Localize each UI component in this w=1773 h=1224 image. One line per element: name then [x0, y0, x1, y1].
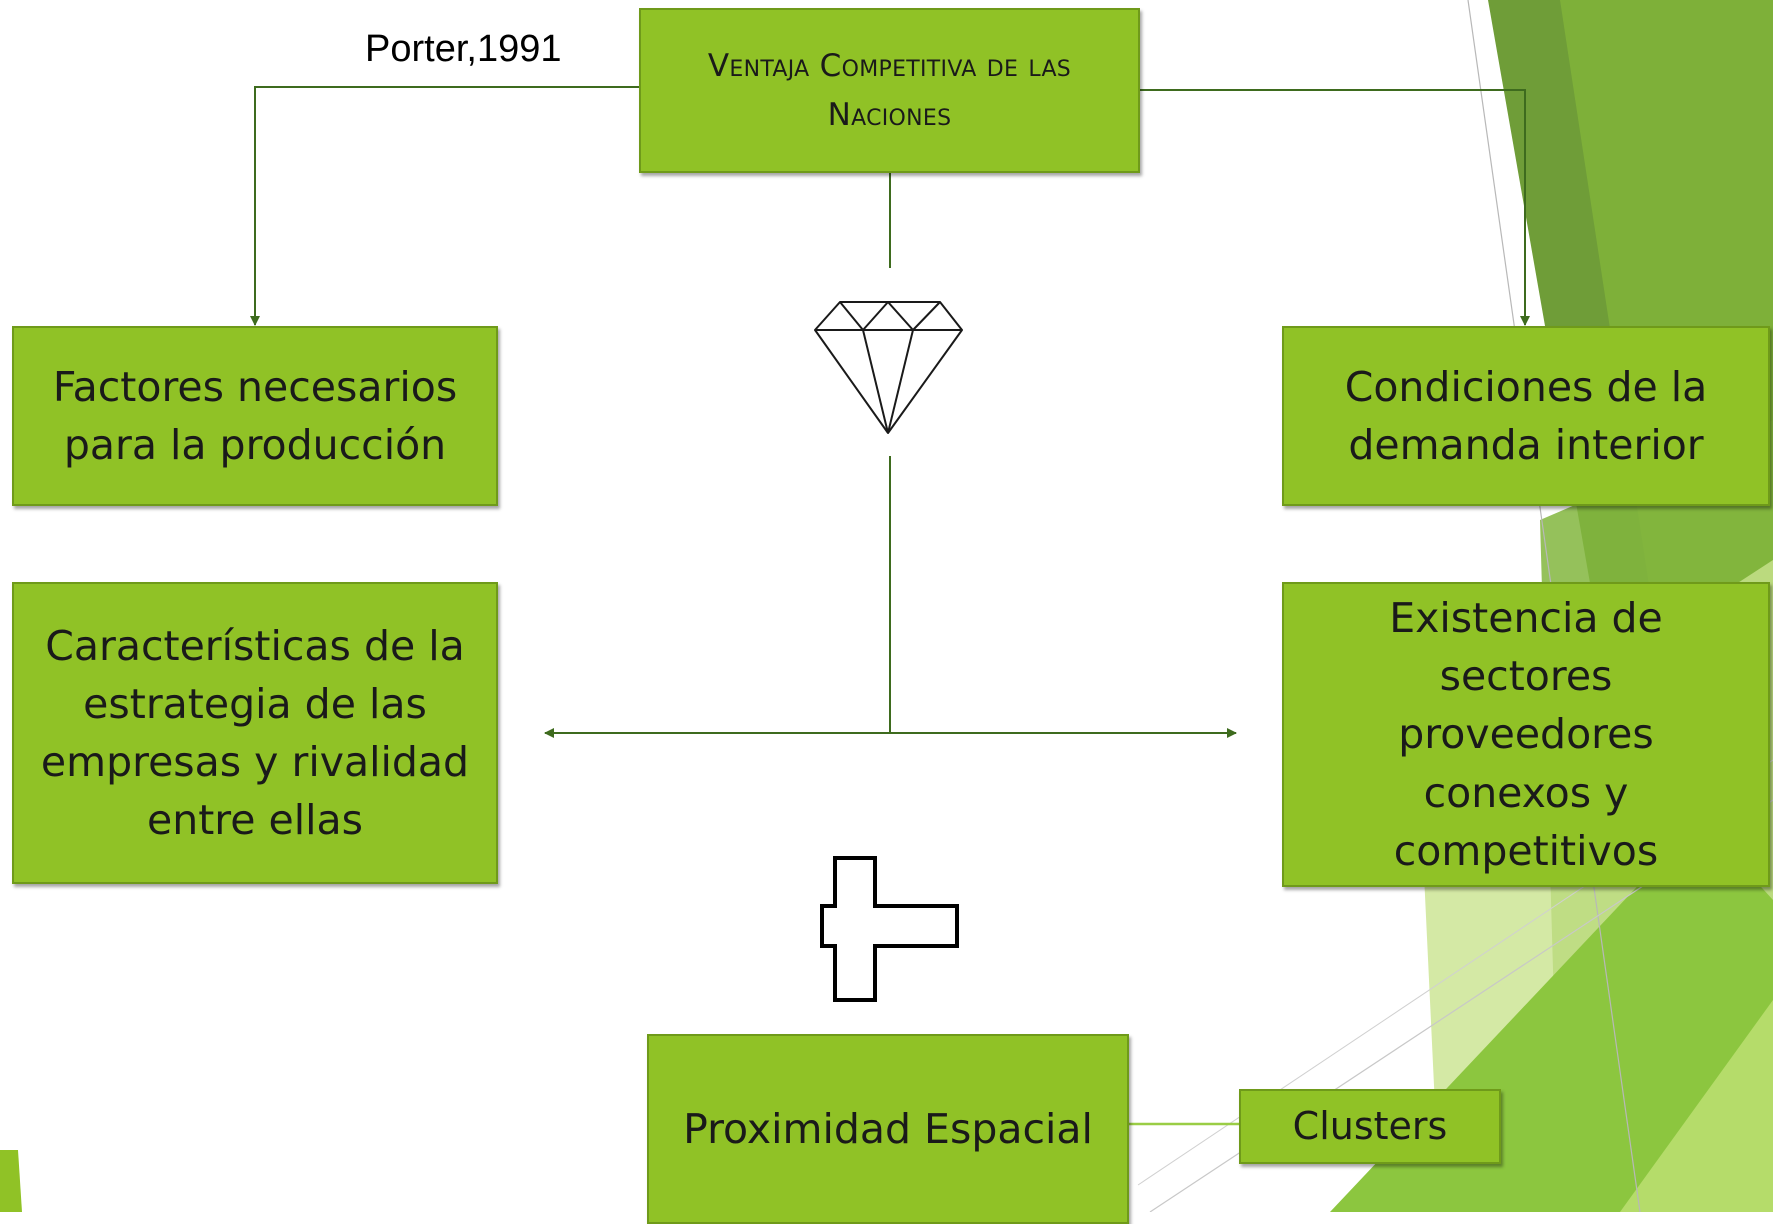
existencia-label: Existencia de sectores proveedores conex…: [1389, 593, 1663, 875]
caracteristicas-label: Características de la estrategia de las …: [40, 621, 470, 845]
factores-box: Factores necesarios para la producción: [12, 326, 498, 506]
connector-title-to-condiciones: [1140, 89, 1530, 326]
condiciones-label: Condiciones de la demanda interior: [1344, 362, 1708, 469]
clusters-box: Clusters: [1239, 1089, 1501, 1164]
diamond-icon: [814, 301, 963, 434]
bg-facet-left: [0, 1150, 22, 1212]
condiciones-box: Condiciones de la demanda interior: [1282, 326, 1770, 506]
existencia-box: Existencia de sectores proveedores conex…: [1282, 582, 1770, 887]
proximidad-box: Proximidad Espacial: [647, 1034, 1129, 1224]
bg-facet-lime: [1620, 1000, 1773, 1212]
title-box-label: Ventaja Competitiva de las Naciones: [707, 48, 1072, 133]
plus-icon: [820, 856, 959, 1002]
citation-label: Porter,1991: [365, 28, 562, 70]
clusters-label: Clusters: [1292, 1103, 1448, 1148]
connector-title-to-factores: [250, 86, 639, 326]
proximidad-label: Proximidad Espacial: [683, 1104, 1093, 1153]
title-box: Ventaja Competitiva de las Naciones: [639, 8, 1140, 173]
factores-label: Factores necesarios para la producción: [52, 362, 458, 469]
caracteristicas-box: Características de la estrategia de las …: [12, 582, 498, 884]
